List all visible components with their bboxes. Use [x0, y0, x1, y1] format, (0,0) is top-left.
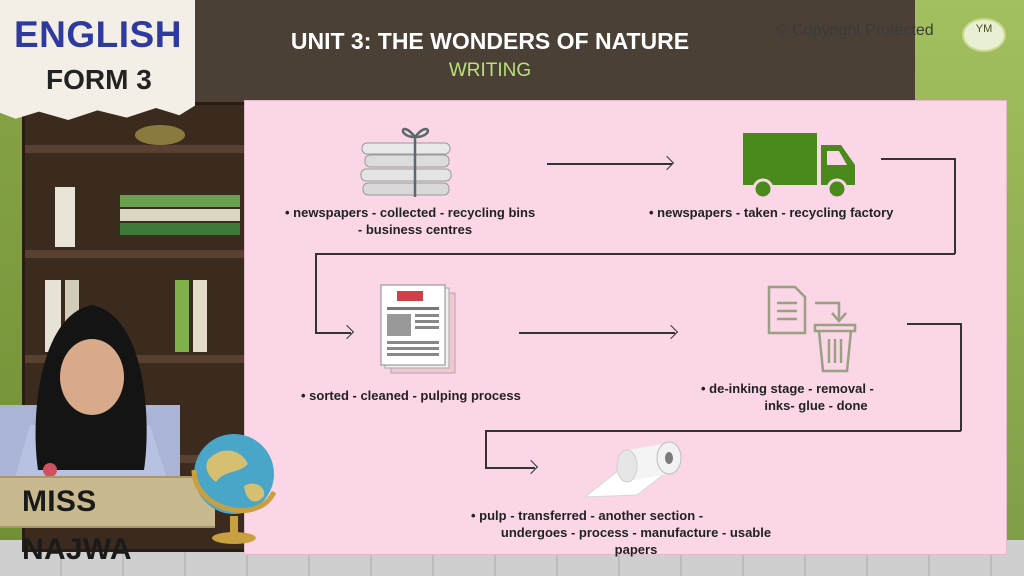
step-1-caption: • newspapers - collected - recycling bin… — [285, 204, 575, 238]
step-2-caption: • newspapers - taken - recycling factory — [649, 204, 949, 221]
copyright-notice: © Copyright Protected — [776, 22, 934, 39]
slide-panel: • newspapers - collected - recycling bin… — [244, 100, 1007, 558]
flow-connector — [485, 430, 961, 432]
step-5-line-2: undergoes - process - manufacture - usab… — [500, 525, 772, 540]
step-5-line-1: • pulp - transferred - another section - — [471, 508, 704, 523]
flow-connector — [315, 253, 317, 333]
form-label: FORM 3 — [46, 64, 152, 95]
book — [55, 187, 75, 247]
flow-arrow-line — [485, 467, 535, 469]
presenter-video — [0, 305, 180, 495]
newspaper-stack-icon — [380, 284, 456, 374]
shelf-plank — [25, 145, 244, 153]
bowl — [135, 125, 185, 145]
copyright-badge-icon: YM — [962, 18, 1006, 52]
subject-logo: ENGLISH — [14, 14, 182, 55]
flow-connector — [907, 323, 961, 325]
step-5-caption: • pulp - transferred - another section -… — [471, 507, 801, 558]
flow-arrow-line — [519, 332, 675, 334]
flow-arrow-head — [663, 324, 679, 340]
flow-connector — [954, 158, 956, 254]
flow-arrow-head — [523, 459, 539, 475]
step-1-line-1: • newspapers - collected - recycling bin… — [285, 205, 536, 220]
globe-icon — [191, 434, 277, 544]
step-3-line-1: • sorted - cleaned - pulping process — [301, 388, 521, 403]
step-4-line-2: inks- glue - done — [764, 398, 868, 413]
flow-connector — [315, 253, 955, 255]
flow-arrow-line — [547, 163, 672, 165]
backdrop-board — [190, 0, 915, 110]
page-title: UNIT 3: THE WONDERS OF NATURE — [290, 28, 690, 54]
book — [120, 209, 240, 221]
step-2-line-1: • newspapers - taken - recycling factory — [649, 205, 894, 220]
page-subtitle: WRITING — [448, 60, 532, 81]
flow-arrow-line — [315, 332, 351, 334]
book — [120, 223, 240, 235]
flow-arrow-head — [659, 155, 675, 171]
delivery-truck-icon — [743, 133, 855, 200]
step-5-line-3: papers — [614, 542, 658, 557]
step-4-line-1: • de-inking stage - removal - — [701, 381, 874, 396]
shelf-plank — [25, 250, 244, 258]
step-3-caption: • sorted - cleaned - pulping process — [301, 387, 561, 404]
flow-connector — [485, 430, 487, 468]
logo-sticker: ENGLISH FORM 3 — [0, 0, 195, 120]
book — [120, 195, 240, 207]
book — [175, 280, 189, 352]
flow-connector — [881, 158, 955, 160]
bundled-newspapers-icon — [360, 127, 452, 197]
document-to-bin-icon — [767, 285, 857, 373]
flow-connector — [960, 323, 962, 431]
step-1-line-2: - business centres — [357, 222, 473, 237]
presenter-name: MISS NAJWA — [0, 476, 215, 566]
step-4-caption: • de-inking stage - removal - inks- glue… — [701, 380, 941, 414]
copyright-badge-text: YM — [975, 23, 993, 35]
book — [193, 280, 207, 352]
flow-arrow-head — [339, 324, 355, 340]
paper-roll-icon — [583, 441, 682, 498]
